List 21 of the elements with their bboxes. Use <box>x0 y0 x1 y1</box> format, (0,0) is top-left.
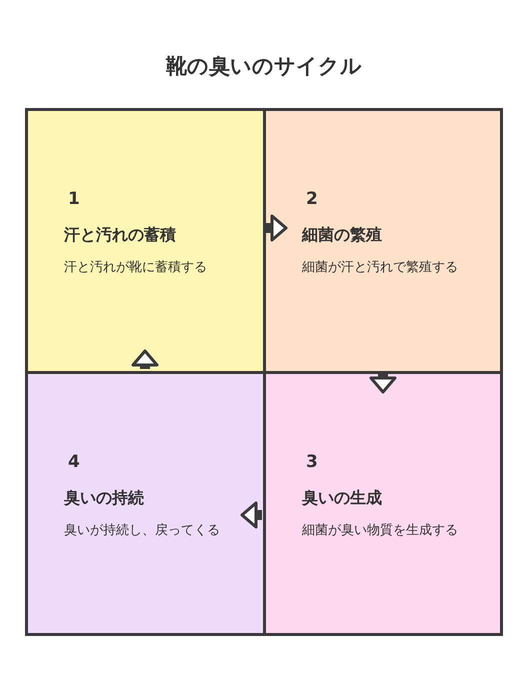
title: 靴の臭いのサイクル <box>164 53 363 80</box>
step-number: 2 <box>306 189 318 209</box>
step-box <box>263 108 503 374</box>
step-box <box>25 371 266 636</box>
step-description: 細菌が臭い物質を生成する <box>302 522 459 540</box>
arrow <box>370 374 396 394</box>
step-description: 細菌が汗と汚れで繁殖する <box>302 259 459 277</box>
step-heading: 臭いの生成 <box>302 488 382 509</box>
step-heading: 臭いの持続 <box>64 488 144 509</box>
step-box <box>263 371 503 636</box>
step-heading: 細菌の繁殖 <box>302 225 382 246</box>
arrow <box>266 214 288 242</box>
step-number: 3 <box>306 452 318 472</box>
step-number: 1 <box>68 189 80 209</box>
step-box <box>25 108 266 374</box>
arrow <box>240 502 262 528</box>
arrow <box>132 350 158 369</box>
step-description: 汗と汚れが靴に蓄積する <box>64 259 208 277</box>
step-description: 臭いが持続し、戻ってくる <box>64 522 221 540</box>
step-number: 4 <box>68 452 80 472</box>
step-heading: 汗と汚れの蓄積 <box>64 225 176 246</box>
